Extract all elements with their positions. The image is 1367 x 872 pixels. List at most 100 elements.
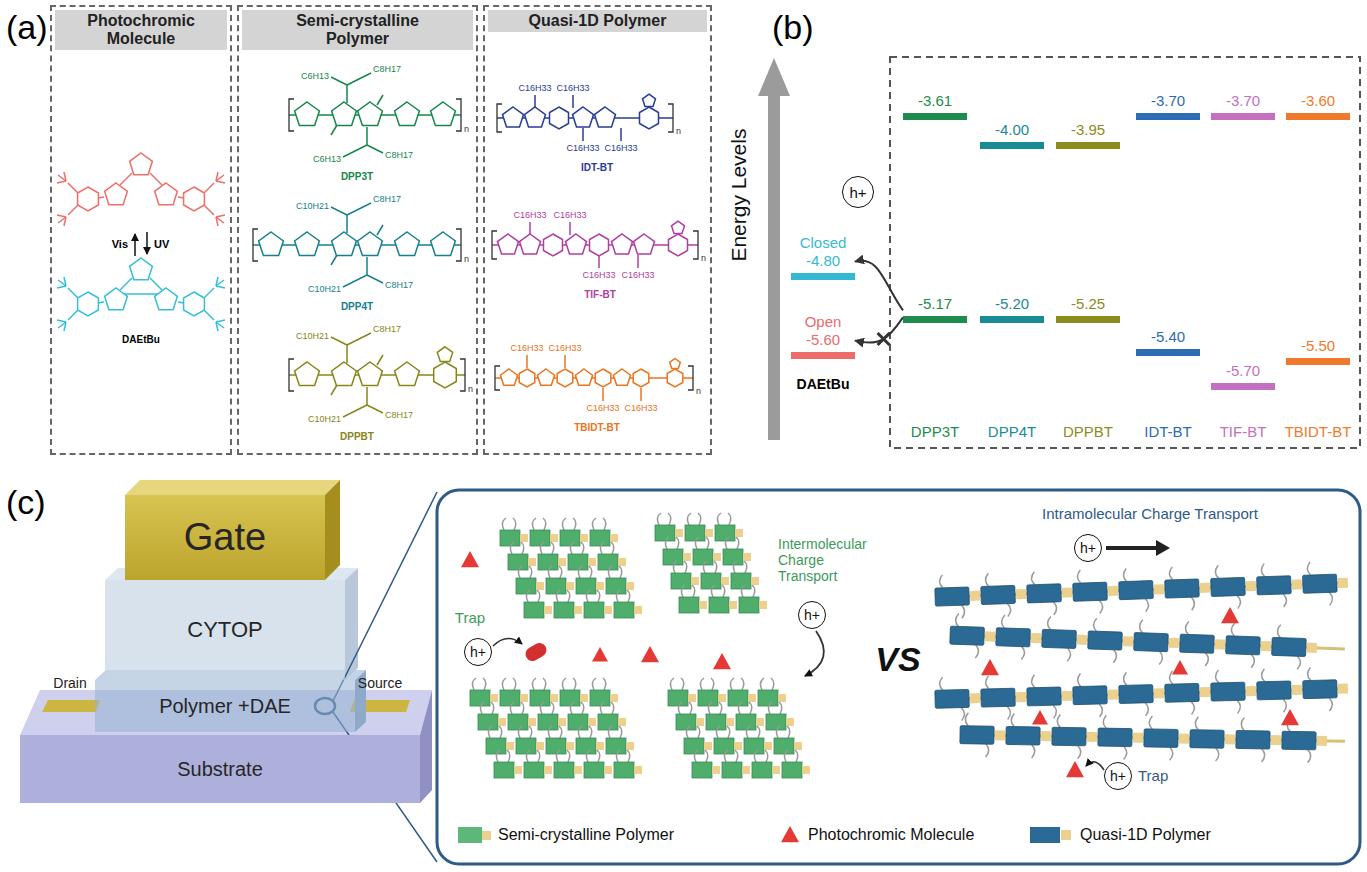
hopping-arrow	[805, 631, 824, 676]
bond-line	[57, 320, 66, 322]
transport-arrow-head	[1156, 540, 1170, 556]
bond-line	[346, 85, 348, 103]
five-membered-ring	[643, 94, 656, 106]
figure-label: C10H21	[296, 201, 329, 211]
linker-unit	[520, 694, 528, 702]
energy-value: -4.80	[791, 252, 855, 270]
figure-label: n	[464, 254, 469, 264]
side-chain	[570, 702, 583, 714]
linker-unit	[550, 534, 558, 542]
linker-unit	[675, 529, 683, 537]
linker-unit	[580, 694, 588, 702]
energy-level: -5.50	[1286, 337, 1350, 365]
level-bar	[1211, 113, 1275, 120]
side-chain	[681, 585, 694, 597]
five-membered-ring	[295, 232, 320, 256]
bond-line	[68, 183, 78, 193]
five-membered-ring	[395, 232, 420, 256]
energy-value: -5.25	[1056, 295, 1120, 313]
conjugated-unit	[935, 587, 970, 606]
energy-value: -3.61	[903, 92, 967, 110]
linker-unit	[696, 718, 704, 726]
linker-unit	[713, 553, 721, 561]
six-membered-ring	[667, 369, 683, 387]
bond-line	[216, 181, 225, 183]
photochromic-molecule-symbol	[1066, 761, 1084, 777]
side-chain	[592, 518, 605, 530]
side-chain	[578, 566, 591, 578]
five-membered-ring	[634, 234, 655, 254]
bond-line	[331, 77, 347, 85]
linker-unit	[778, 694, 786, 702]
bond-line	[343, 405, 367, 417]
figure-label: C8H17	[373, 324, 401, 334]
five-membered-ring	[155, 183, 178, 205]
repeat-bracket	[668, 104, 673, 132]
figure-label: C16H33	[553, 210, 586, 220]
bond-line	[204, 310, 214, 320]
side-chain	[716, 726, 729, 738]
conjugated-unit	[655, 525, 675, 541]
energy-level: -3.95	[1056, 121, 1120, 149]
side-chain	[496, 750, 509, 762]
bond-line	[331, 207, 347, 215]
semicrystalline-stack	[655, 513, 767, 613]
conjugated-unit	[590, 690, 610, 706]
conjugated-unit	[752, 762, 772, 778]
level-bar	[1136, 113, 1200, 120]
energy-value: -3.70	[1211, 92, 1275, 110]
conjugated-unit	[701, 573, 721, 589]
conjugated-unit	[486, 738, 506, 754]
polymer-structure	[495, 359, 693, 391]
legend-text: Semi-crystalline Polymer	[498, 826, 674, 844]
figure-label: C16H33	[621, 270, 654, 280]
linker-unit	[1200, 687, 1210, 697]
conjugated-unit	[981, 688, 1015, 707]
photochromic-molecule-symbol	[1221, 607, 1239, 623]
repeat-bracket	[456, 229, 461, 261]
hole-circle: h+	[464, 638, 492, 666]
figure-label: n	[696, 386, 701, 396]
conjugated-unit	[1211, 682, 1245, 701]
linker-unit	[748, 694, 756, 702]
figure-label: TIF-BT	[584, 289, 616, 301]
bond-line	[367, 405, 383, 413]
gate-side-face	[325, 480, 340, 580]
figure-label: n	[676, 126, 681, 136]
six-membered-ring	[590, 234, 609, 256]
linker-unit	[1041, 731, 1051, 741]
bond-line	[343, 275, 367, 287]
quasi1d-chain	[934, 561, 1348, 619]
section-heading: Photochromic Molecule	[55, 10, 227, 50]
linker-unit	[1133, 733, 1143, 743]
conjugated-unit	[758, 690, 778, 706]
figure-label: C10H21	[308, 414, 341, 424]
conjugated-unit	[568, 714, 588, 730]
energy-level: -5.25	[1056, 295, 1120, 323]
conjugated-unit	[470, 690, 490, 706]
six-membered-ring	[519, 369, 535, 387]
figure-label: TBIDT-BT	[1285, 423, 1352, 440]
photochromic-molecule-symbol	[1172, 660, 1188, 674]
bond-line	[637, 255, 639, 268]
conjugated-unit	[1165, 683, 1199, 702]
linker-unit	[558, 558, 566, 566]
conjugated-unit	[722, 762, 742, 778]
conjugated-unit	[1006, 726, 1040, 745]
side-chain	[670, 678, 683, 690]
side-chain	[784, 750, 797, 762]
figure-label: DPPBT	[340, 431, 374, 443]
bond-line	[57, 286, 66, 288]
conjugated-unit	[693, 549, 713, 565]
figure-label: UV	[154, 238, 169, 251]
conjugated-unit	[950, 626, 985, 645]
side-chain-bonds	[527, 355, 641, 401]
bond-line	[216, 286, 225, 288]
photochromic-molecule-symbol	[641, 646, 659, 662]
energy-value: -3.60	[1286, 92, 1350, 110]
linker-unit	[514, 766, 522, 774]
conjugated-unit	[614, 602, 634, 618]
side-chain	[657, 513, 670, 525]
conjugated-unit	[1088, 631, 1123, 650]
bond-line	[216, 322, 224, 328]
